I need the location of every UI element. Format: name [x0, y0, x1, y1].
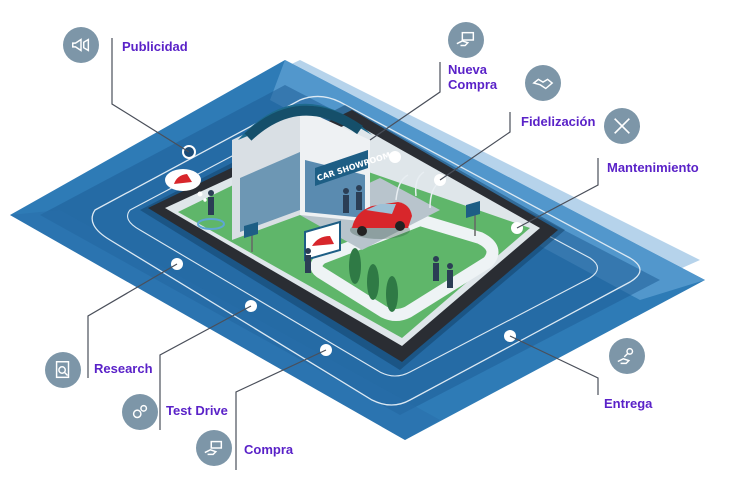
- leader-research: [87, 263, 178, 378]
- leader-entrega: [509, 335, 599, 395]
- showroom-sign-board: [315, 150, 368, 186]
- magnifier-document-icon: [45, 352, 81, 388]
- label-fidelizacion: Fidelización: [521, 114, 596, 129]
- person-spot: [197, 218, 225, 230]
- leader-lines: [87, 38, 599, 470]
- label-entrega: Entrega: [604, 396, 653, 411]
- megaphone-icon: [63, 27, 99, 63]
- leader-mantenimiento: [516, 158, 599, 229]
- leader-fidelizacion: [439, 112, 511, 181]
- handshake-icon: [525, 65, 561, 101]
- label-compra: Compra: [244, 442, 294, 457]
- flag-left: [244, 222, 258, 252]
- label-nueva-compra-line2: Compra: [448, 77, 498, 92]
- key-hand-icon: [609, 338, 645, 374]
- leader-publicidad: [111, 38, 190, 153]
- leader-test-drive: [159, 305, 252, 430]
- people: [208, 185, 453, 288]
- gears-icon: [122, 394, 158, 430]
- label-test-drive: Test Drive: [166, 403, 228, 418]
- red-car-billboard: [304, 220, 341, 262]
- journey-loop-outer: [91, 95, 641, 406]
- tools-icon: [604, 108, 640, 144]
- walkway: [310, 214, 499, 321]
- thought-bubble: [165, 169, 207, 202]
- label-publicidad: Publicidad: [122, 39, 188, 54]
- building-window: [240, 152, 300, 232]
- label-nueva-compra-line1: Nueva: [448, 62, 488, 77]
- trees: [349, 248, 398, 312]
- label-mantenimiento: Mantenimiento: [607, 160, 699, 175]
- label-research: Research: [94, 361, 153, 376]
- red-car-main: [350, 202, 412, 239]
- flag-right: [466, 201, 480, 236]
- board-bottom-fade: [10, 210, 440, 440]
- payment-hand-icon: [196, 430, 232, 466]
- leader-compra: [235, 349, 327, 470]
- money-hand-icon: [448, 22, 484, 58]
- building-roof-arch: [244, 105, 363, 141]
- leader-nueva-compra: [369, 62, 441, 141]
